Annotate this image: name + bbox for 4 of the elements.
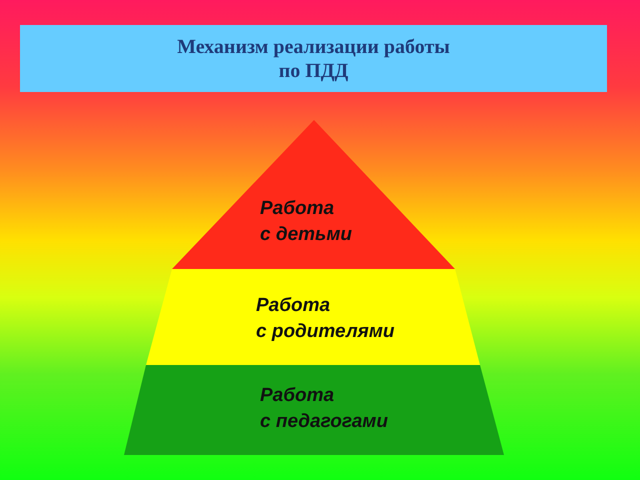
tier-label: Работа с педагогами [260, 384, 388, 434]
tier-label: Работа с родителями [256, 294, 395, 344]
title-banner: Механизм реализации работы по ПДД [20, 25, 607, 92]
tier-label: Работа с детьми [260, 197, 352, 247]
